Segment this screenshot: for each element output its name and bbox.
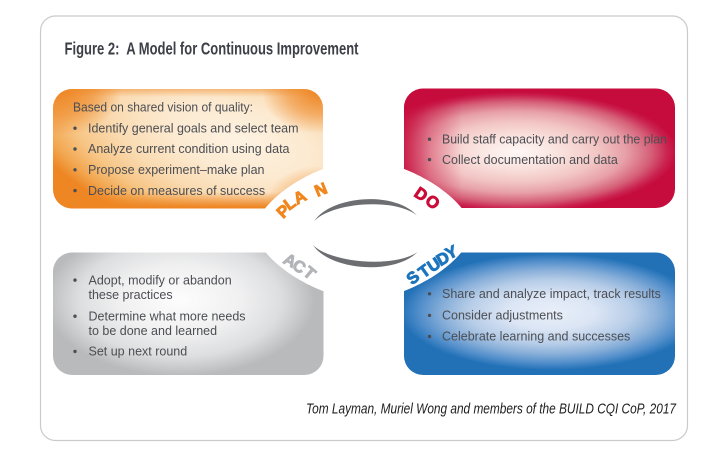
svg-text:Determine what more needs: Determine what more needs xyxy=(89,309,246,323)
svg-text:Collect documentation and data: Collect documentation and data xyxy=(442,153,618,167)
svg-text:Tom Layman, Muriel Wong and me: Tom Layman, Muriel Wong and members of t… xyxy=(306,401,676,418)
svg-text:Share and analyze impact, trac: Share and analyze impact, track results xyxy=(442,287,661,301)
svg-text:Identify general goals and sel: Identify general goals and select team xyxy=(88,121,299,135)
svg-text:to be done and learned: to be done and learned xyxy=(89,324,218,338)
svg-text:Propose experiment–make plan: Propose experiment–make plan xyxy=(88,163,265,177)
svg-text:Analyze current condition usin: Analyze current condition using data xyxy=(88,142,290,156)
svg-text:Consider adjustments: Consider adjustments xyxy=(442,309,563,323)
svg-text:Adopt, modify or abandon: Adopt, modify or abandon xyxy=(89,273,232,287)
svg-text:these practices: these practices xyxy=(89,288,173,302)
svg-text:Build staff capacity and carry: Build staff capacity and carry out the p… xyxy=(442,132,667,146)
svg-text:Figure 2: A Model for Continu: Figure 2: A Model for Continuous Improve… xyxy=(65,39,359,59)
svg-text:Based on shared vision of qual: Based on shared vision of quality: xyxy=(73,101,253,115)
svg-text:Set up next round: Set up next round xyxy=(89,345,188,359)
svg-text:Decide on measures of success: Decide on measures of success xyxy=(88,184,265,198)
svg-text:Celebrate learning and success: Celebrate learning and successes xyxy=(442,330,630,344)
